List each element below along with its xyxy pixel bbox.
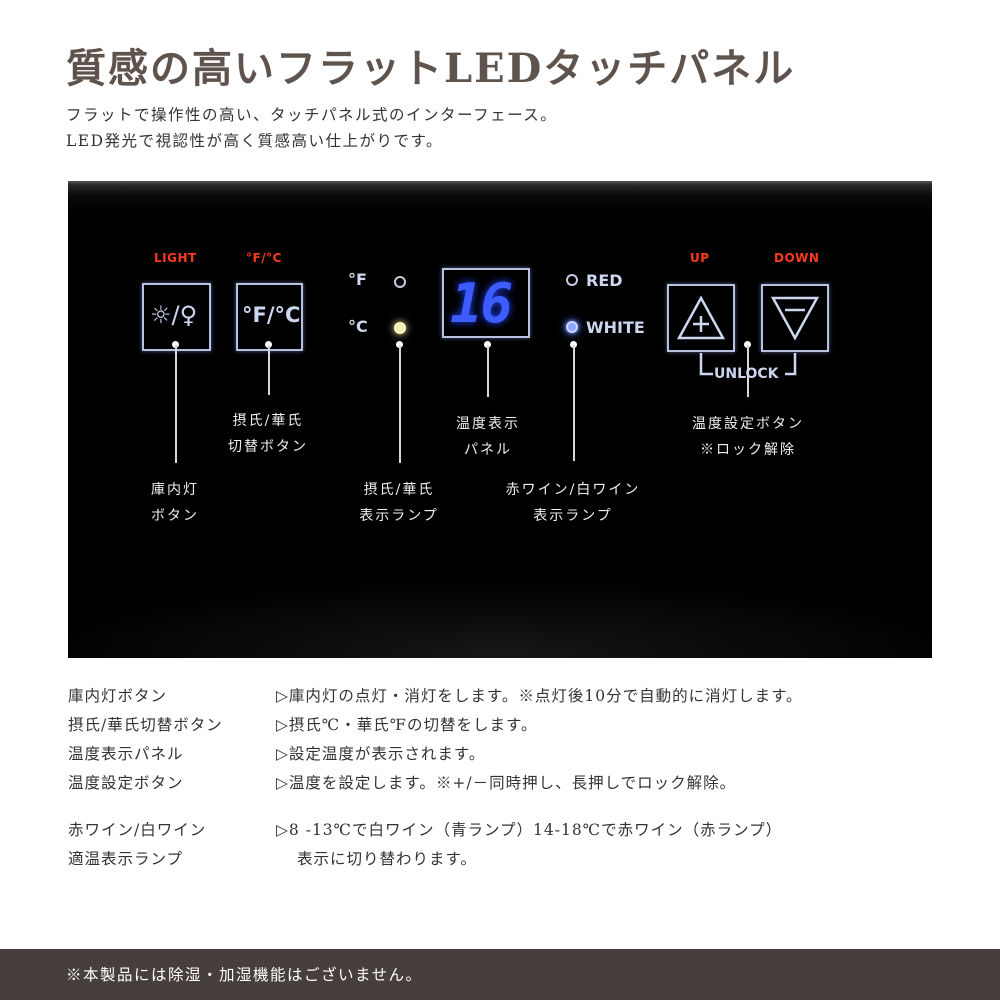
intro-line-2: LED発光で視認性が高く質感高い仕上がりです。 xyxy=(66,132,443,150)
temp-buttons-pointer-line xyxy=(747,345,749,397)
display-pointer-dot xyxy=(484,341,491,348)
light-button[interactable]: ☼/♀ xyxy=(142,283,211,351)
unlock-label: UNLOCK xyxy=(714,366,779,382)
annotation-wine-lamp: 赤ワイン/白ワイン 表示ランプ xyxy=(505,482,641,524)
annotation-temp-buttons: 温度設定ボタン ※ロック解除 xyxy=(692,416,804,458)
annotation-fc-lamp: 摂氏/華氏 表示ランプ xyxy=(359,482,439,524)
temperature-digits: 16 xyxy=(450,272,513,335)
annotation-fc-button: 摂氏/華氏 切替ボタン xyxy=(228,413,308,455)
intro-text: フラットで操作性の高い、タッチパネル式のインターフェース。 LED発光で視認性が… xyxy=(66,102,557,154)
light-key-label: LIGHT xyxy=(154,251,197,265)
fc-lamp-pointer-dot xyxy=(396,341,403,348)
temp-buttons-pointer-dot xyxy=(744,341,751,348)
annotation-light-button: 庫内灯 ボタン xyxy=(151,482,199,524)
red-indicator-label: RED xyxy=(586,271,623,290)
footer-banner: ※本製品には除湿・加湿機能はございません。 xyxy=(0,949,1000,1000)
celsius-lamp xyxy=(394,322,406,334)
up-triangle-icon xyxy=(676,295,726,340)
control-panel-photo: LIGHT ☼/♀ °F/°C °F/°C °F °C 16 RED WHITE… xyxy=(68,181,932,658)
temperature-display: 16 xyxy=(442,268,530,338)
down-triangle-icon xyxy=(770,296,820,341)
page-title: 質感の高いフラットLEDタッチパネル xyxy=(66,45,796,92)
temp-down-button[interactable] xyxy=(761,284,829,352)
display-pointer-line xyxy=(487,345,489,397)
temp-up-button[interactable] xyxy=(667,284,735,352)
fc-lamp-pointer-line xyxy=(399,345,401,463)
footer-note: ※本製品には除湿・加湿機能はございません。 xyxy=(66,966,423,984)
fc-key-label: °F/°C xyxy=(246,251,282,265)
white-indicator-label: WHITE xyxy=(586,318,645,337)
up-key-label: UP xyxy=(690,251,710,265)
light-pointer-line xyxy=(175,345,177,463)
fc-glyph: °F/°C xyxy=(242,303,301,327)
fc-pointer-line xyxy=(268,345,270,395)
red-wine-lamp xyxy=(566,274,578,286)
white-wine-lamp xyxy=(566,321,578,333)
intro-line-1: フラットで操作性の高い、タッチパネル式のインターフェース。 xyxy=(66,106,558,124)
wine-pointer-dot xyxy=(570,341,577,348)
down-key-label: DOWN xyxy=(774,251,820,265)
light-pointer-dot xyxy=(172,341,179,348)
unlock-bracket xyxy=(699,353,797,376)
annotation-temp-panel: 温度表示 パネル xyxy=(456,416,520,458)
fahrenheit-lamp xyxy=(394,276,406,288)
fahrenheit-indicator-label: °F xyxy=(348,270,367,289)
fc-toggle-button[interactable]: °F/°C xyxy=(236,283,303,351)
celsius-indicator-label: °C xyxy=(348,317,368,336)
fc-pointer-dot xyxy=(265,341,272,348)
wine-pointer-line xyxy=(573,345,575,461)
light-bulb-icon: ☼/♀ xyxy=(150,301,198,329)
